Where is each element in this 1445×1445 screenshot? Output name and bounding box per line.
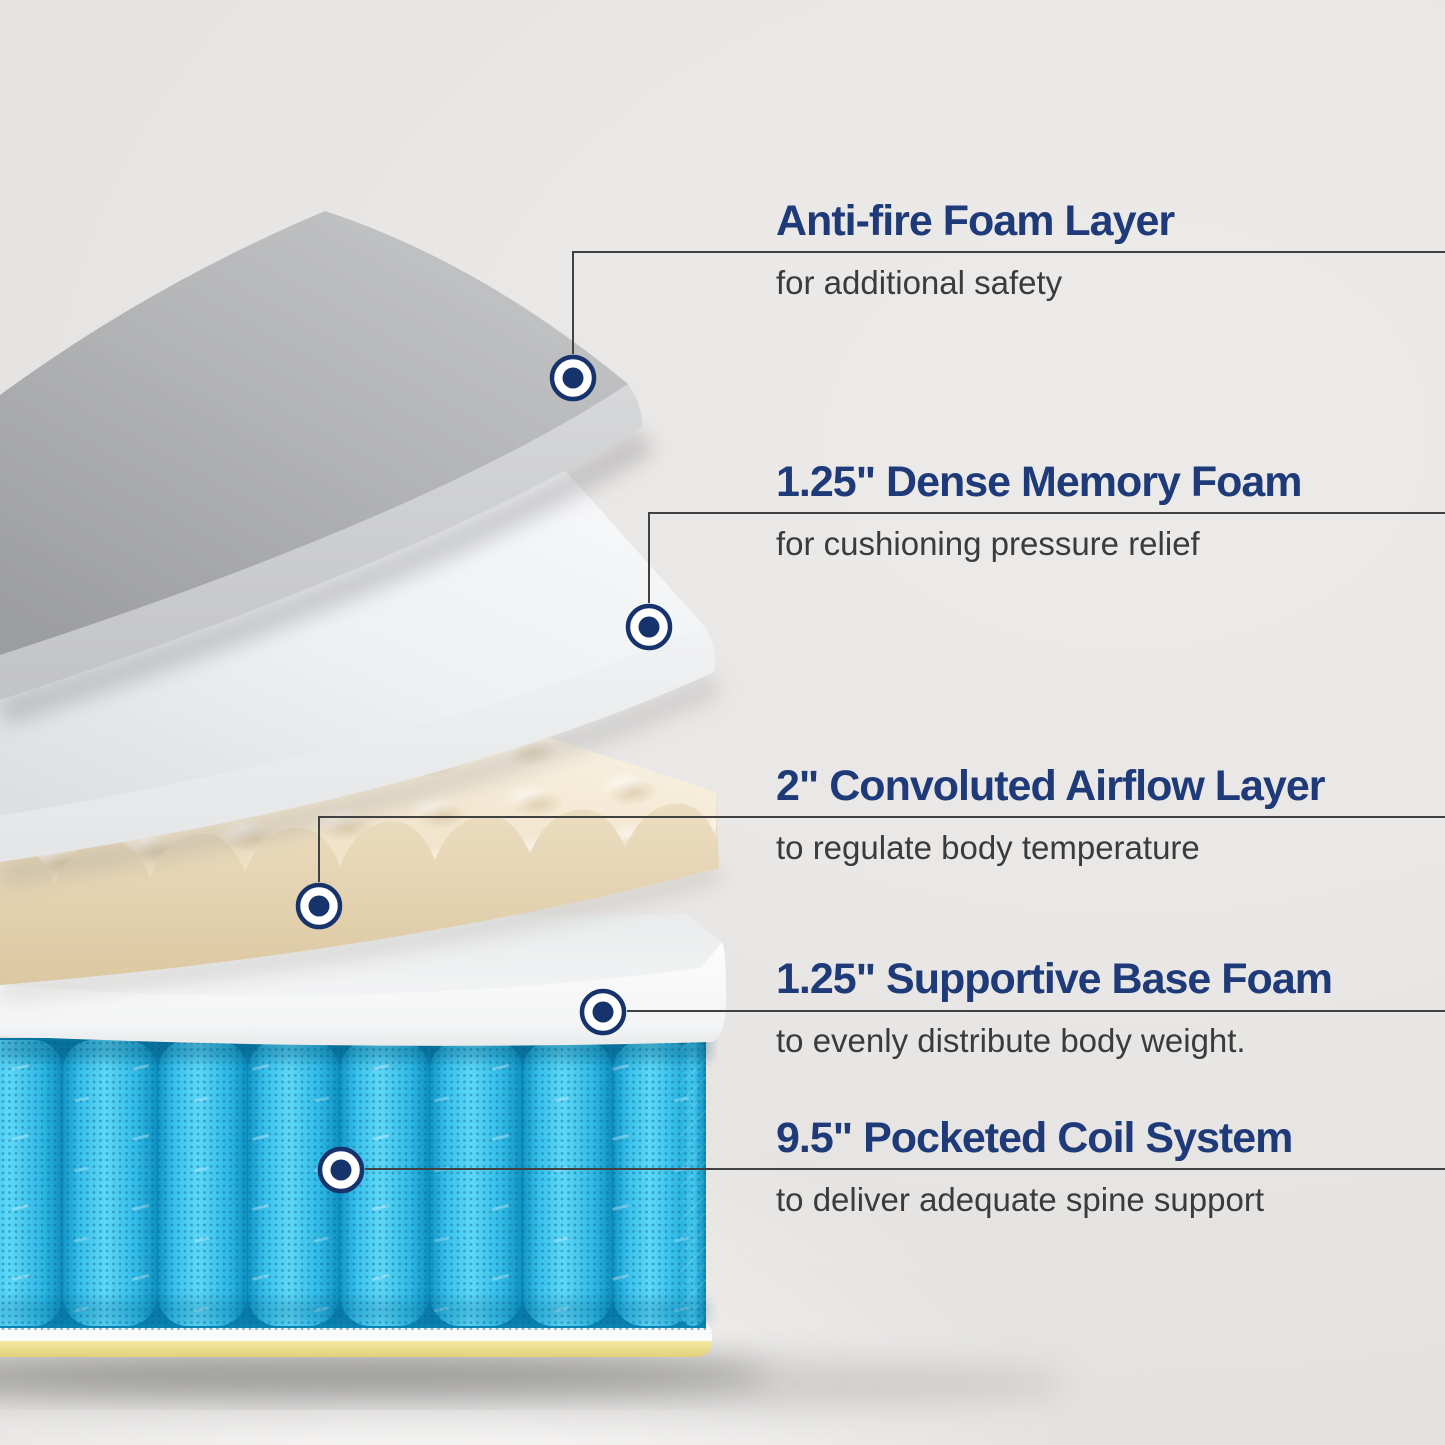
marker-base-foam: [579, 988, 627, 1036]
callout-title: Anti-fire Foam Layer: [776, 197, 1175, 245]
callout-description: to evenly distribute body weight.: [776, 1022, 1246, 1059]
leader-line-anti-fire: [572, 251, 1445, 354]
callout-anti-fire-foam: Anti-fire Foam Layer for additional safe…: [776, 197, 1436, 301]
callout-description: to regulate body temperature: [776, 829, 1200, 866]
callout-dense-memory-foam: 1.25" Dense Memory Foam for cushioning p…: [776, 458, 1436, 562]
bottom-yellow-band: [0, 1341, 712, 1357]
callout-markers: [295, 354, 673, 1194]
pocketed-coil-layer: [0, 1038, 712, 1357]
memory-foam-layer: [0, 420, 715, 862]
leader-line-convoluted: [318, 816, 1445, 882]
callout-description: for cushioning pressure relief: [776, 525, 1200, 562]
floor-shadow: [0, 1354, 1070, 1414]
marker-anti-fire-foam: [549, 354, 597, 402]
callout-supportive-base-foam: 1.25" Supportive Base Foam to evenly dis…: [776, 955, 1436, 1059]
callout-convoluted-airflow: 2" Convoluted Airflow Layer to regulate …: [776, 762, 1436, 866]
anti-fire-foam-layer: [0, 211, 643, 700]
marker-memory-foam: [625, 603, 673, 651]
callout-title: 9.5" Pocketed Coil System: [776, 1114, 1293, 1162]
callout-title: 2" Convoluted Airflow Layer: [776, 762, 1325, 810]
callout-description: for additional safety: [776, 264, 1063, 301]
callout-title: 1.25" Supportive Base Foam: [776, 955, 1333, 1003]
marker-coil-system: [317, 1146, 365, 1194]
callout-title: 1.25" Dense Memory Foam: [776, 458, 1303, 506]
leader-lines: [318, 251, 1445, 1170]
leader-line-memory-foam: [648, 512, 1445, 603]
marker-convoluted-foam: [295, 882, 343, 930]
convoluted-foam-layer: [0, 673, 721, 985]
callout-pocketed-coil-system: 9.5" Pocketed Coil System to deliver ade…: [776, 1114, 1436, 1218]
callout-description: to deliver adequate spine support: [776, 1181, 1265, 1218]
